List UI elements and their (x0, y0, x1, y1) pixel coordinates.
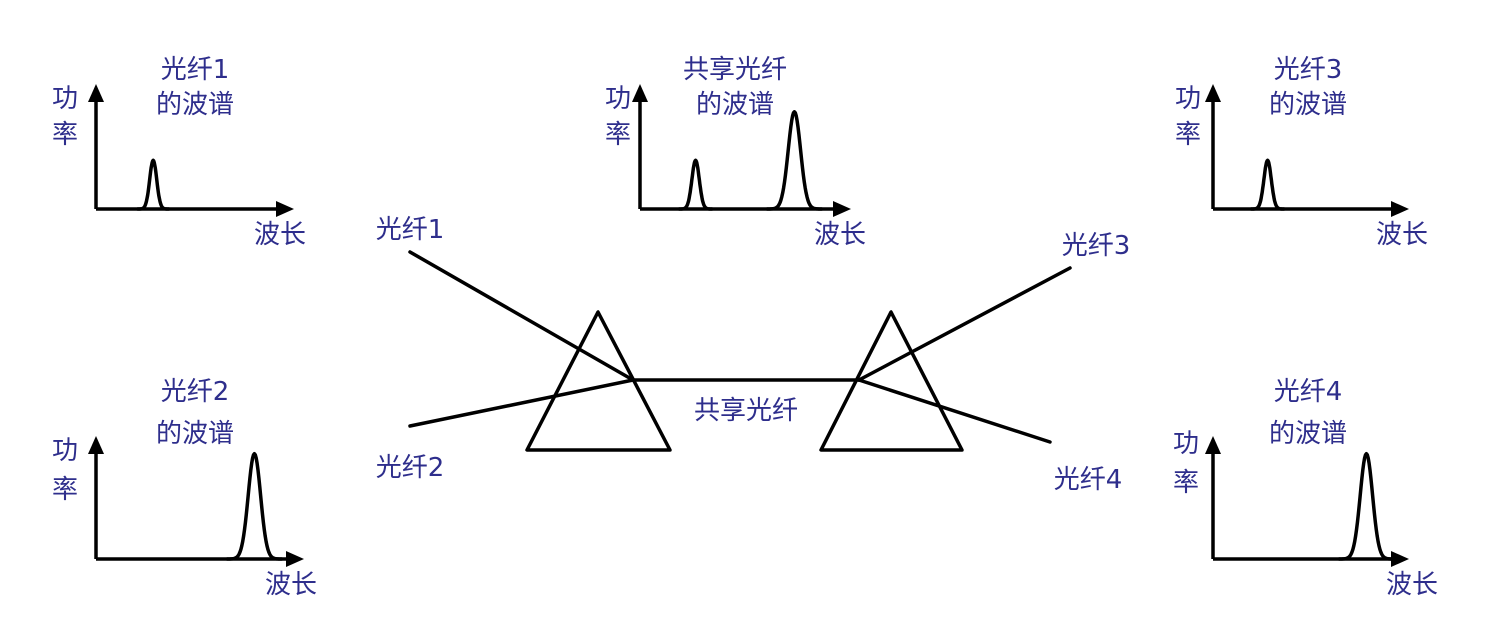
fiber2-label: 光纤2 (376, 453, 445, 483)
y-axis-label-char: 功 (1175, 84, 1201, 114)
spectrum-curve (136, 158, 171, 211)
spectrum-curve (677, 110, 824, 211)
spectrum-title-line2: 的波谱 (696, 90, 774, 120)
x-axis-label: 波长 (265, 570, 317, 600)
spectrum-curve (225, 451, 284, 561)
fiber4-label: 光纤4 (1054, 465, 1123, 495)
spectrum-shared: 共享光纤 的波谱 功 率 波长 (605, 55, 866, 250)
y-axis-label-char: 功 (52, 84, 78, 114)
spectrum-title-line2: 的波谱 (1269, 419, 1347, 449)
fiber1-label: 光纤1 (376, 215, 445, 245)
y-axis-label-char: 率 (605, 120, 631, 150)
y-axis-arrowhead (88, 84, 104, 102)
fiber2-line (408, 378, 635, 428)
x-axis-label: 波长 (1386, 570, 1438, 600)
spectrum-title-line1: 光纤2 (161, 377, 230, 407)
y-axis-arrowhead (1205, 84, 1221, 102)
y-axis-label-char: 率 (1175, 120, 1201, 150)
fiber1-line (408, 250, 635, 382)
y-axis-label-char: 功 (1173, 429, 1199, 459)
fiber3-line (857, 266, 1072, 382)
y-axis-label-char: 率 (52, 120, 78, 150)
shared-fiber-label: 共享光纤 (694, 396, 798, 426)
y-axis-arrowhead (632, 84, 648, 102)
spectrum-title-line1: 共享光纤 (683, 55, 787, 85)
fiber3-label: 光纤3 (1062, 231, 1131, 261)
y-axis-label-char: 率 (1173, 468, 1199, 498)
spectrum-curve (1337, 451, 1396, 561)
fiber4-line (857, 378, 1052, 444)
spectrum-title-line1: 光纤1 (161, 55, 230, 85)
spectrum-fiber4: 光纤4 的波谱 功 率 波长 (1173, 377, 1438, 600)
fiber-network: 光纤1 光纤2 光纤3 光纤4 共享光纤 (376, 215, 1131, 495)
spectrum-title-line1: 光纤3 (1274, 55, 1343, 85)
y-axis-arrowhead (88, 436, 104, 454)
x-axis-arrowhead (276, 201, 294, 217)
x-axis-arrowhead (1391, 551, 1409, 567)
x-axis-arrowhead (286, 551, 304, 567)
y-axis-label-char: 功 (605, 84, 631, 114)
spectrum-title-line2: 的波谱 (1269, 90, 1347, 120)
y-axis-arrowhead (1205, 436, 1221, 454)
spectrum-curve (1249, 158, 1286, 211)
x-axis-arrowhead (1391, 201, 1409, 217)
spectrum-title-line2: 的波谱 (156, 419, 234, 449)
x-axis-arrowhead (833, 201, 851, 217)
x-axis-label: 波长 (1376, 220, 1428, 250)
x-axis-label: 波长 (254, 220, 306, 250)
spectrum-title-line1: 光纤4 (1274, 377, 1343, 407)
spectrum-fiber1: 光纤1 的波谱 功 率 波长 (52, 55, 306, 250)
spectrum-fiber3: 光纤3 的波谱 功 率 波长 (1175, 55, 1428, 250)
y-axis-label-char: 功 (52, 436, 78, 466)
spectrum-title-line2: 的波谱 (156, 90, 234, 120)
y-axis-label-char: 率 (52, 475, 78, 505)
x-axis-label: 波长 (814, 220, 866, 250)
spectrum-fiber2: 光纤2 的波谱 功 率 波长 (52, 377, 317, 600)
